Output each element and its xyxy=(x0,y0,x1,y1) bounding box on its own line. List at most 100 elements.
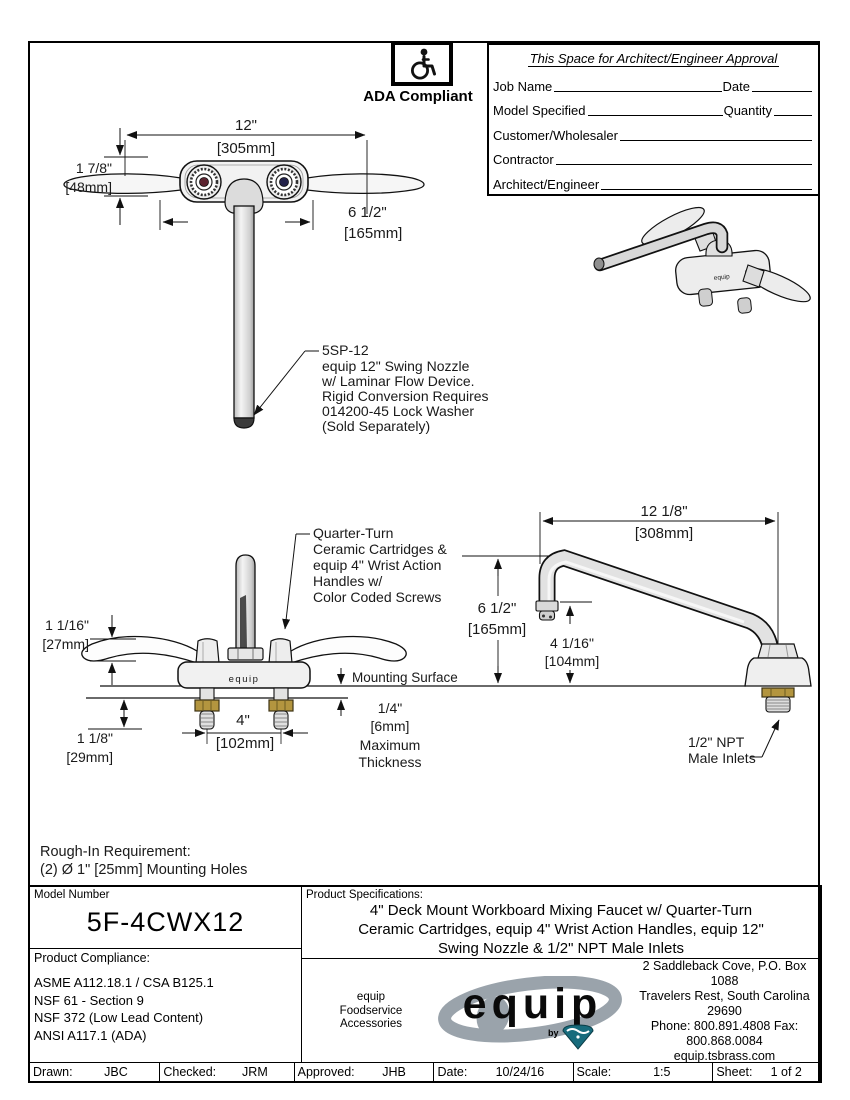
handle-blade-right xyxy=(306,173,425,195)
dim-shank-length-mm: [29mm] xyxy=(66,749,113,765)
dim-shank-length: 1 1/8" xyxy=(77,730,113,746)
contractor-field[interactable] xyxy=(555,154,812,165)
handle-hub-cold xyxy=(266,164,302,200)
customer-wholesaler-field[interactable] xyxy=(620,130,812,141)
inlet-washer xyxy=(761,687,795,698)
isometric-view: equip xyxy=(593,206,811,314)
company-address: 2 Saddleback Cove, P.O. Box 1088 Travele… xyxy=(639,959,810,1063)
rough-in-line2: (2) Ø 1" [25mm] Mounting Holes xyxy=(40,862,247,878)
equip-logo-word: equip xyxy=(462,979,603,1028)
dim-reach-mm: [308mm] xyxy=(635,525,693,542)
hub-right-front xyxy=(268,638,293,664)
cold-index-dot xyxy=(279,177,289,187)
scale-value: 1:5 xyxy=(653,1065,671,1079)
dim-spout-height-mm: [104mm] xyxy=(545,653,599,669)
dim-plan-height-mm: [48mm] xyxy=(65,179,112,195)
dim-centers: 4" xyxy=(236,712,250,729)
shank-right xyxy=(268,687,294,730)
dim-plan-width: 12" xyxy=(235,117,257,134)
date-label: Date xyxy=(722,78,750,94)
dim-side-height-mm: [165mm] xyxy=(468,621,526,638)
equip-logo: equip by xyxy=(430,975,635,1050)
contractor-label: Contractor xyxy=(493,152,554,167)
dim-handle-height: 1 1/16" xyxy=(45,617,89,633)
compliance-item: NSF 61 - Section 9 xyxy=(34,992,144,1008)
side-view: 12 1/8" [308mm] 6 1/2" xyxy=(462,503,812,766)
brand-cell: equip Foodservice Accessories equip by xyxy=(302,959,820,1064)
dim-spout-height: 4 1/16" xyxy=(550,635,594,651)
dim-reach: 12 1/8" xyxy=(640,503,687,520)
inlet-label-line2: Male Inlets xyxy=(688,750,756,766)
sheet-value: 1 of 2 xyxy=(770,1065,802,1079)
nozzle-note-line1: 5SP-12 xyxy=(322,342,369,358)
cartridge-note-line2: Ceramic Cartridges & xyxy=(313,541,447,557)
compliance-item: ANSI A117.1 (ADA) xyxy=(34,1027,147,1043)
customer-wholesaler-label: Customer/Wholesaler xyxy=(493,127,618,143)
architect-engineer-field[interactable] xyxy=(601,179,812,190)
nozzle-note-line6: (Sold Separately) xyxy=(322,418,430,434)
handle-hub-hot xyxy=(186,164,222,200)
dim-handle-height-mm: [27mm] xyxy=(42,636,89,652)
approval-box: This Space for Architect/Engineer Approv… xyxy=(487,43,820,196)
title-block-footer: Drawn: JBC Checked: JRM Approved: JHB Da… xyxy=(30,1062,820,1081)
svg-text:equip: equip xyxy=(713,273,730,282)
approval-row-customer: Customer/Wholesaler xyxy=(489,119,818,144)
body-brand-label: equip xyxy=(229,674,260,685)
ada-compliant-box xyxy=(391,41,453,86)
title-block: Model Number 5F-4CWX12 Product Complianc… xyxy=(28,885,822,1083)
model-specified-field[interactable] xyxy=(587,105,723,116)
dim-side-height: 6 1/2" xyxy=(478,600,517,617)
model-number-value: 5F-4CWX12 xyxy=(86,907,245,937)
spec-line: Ceramic Cartridges, equip 4" Wrist Actio… xyxy=(358,921,764,938)
dim-plan-height: 1 7/8" xyxy=(76,160,112,176)
brand-tagline: equip Foodservice Accessories xyxy=(339,991,403,1031)
compliance-item: ASME A112.18.1 / CSA B125.1 xyxy=(34,975,214,990)
cartridge-note-line4: Handles w/ xyxy=(313,573,382,589)
quantity-field[interactable] xyxy=(774,105,812,116)
hub-left-front xyxy=(195,638,220,664)
footer-cell-approved: Approved: JHB xyxy=(295,1063,435,1081)
footer-cell-scale: Scale: 1:5 xyxy=(574,1063,714,1081)
thickness-line4: Thickness xyxy=(358,754,421,770)
drawn-value: JBC xyxy=(104,1065,128,1079)
footer-cell-date: Date: 10/24/16 xyxy=(434,1063,574,1081)
approval-row-architect: Architect/Engineer xyxy=(489,168,818,193)
approval-row-contractor: Contractor xyxy=(489,144,818,169)
nozzle-note-line4: Rigid Conversion Requires xyxy=(322,388,489,404)
rough-in-line1: Rough-In Requirement: xyxy=(40,844,191,860)
front-view: equip xyxy=(42,525,746,770)
cartridge-note-line1: Quarter-Turn xyxy=(313,525,393,541)
model-number-cell: Model Number 5F-4CWX12 xyxy=(30,887,301,949)
spec-line: 4" Deck Mount Workboard Mixing Faucet w/… xyxy=(369,902,753,919)
footer-cell-checked: Checked: JRM xyxy=(160,1063,295,1081)
footer-cell-sheet: Sheet: 1 of 2 xyxy=(713,1063,820,1081)
spec-line: Swing Nozzle & 1/2" NPT Male Inlets xyxy=(438,940,684,957)
faucet-body-front xyxy=(177,661,311,689)
job-name-field[interactable] xyxy=(554,81,722,92)
inlet-thread xyxy=(765,696,791,713)
thickness-line1: 1/4" xyxy=(378,700,402,716)
architect-engineer-label: Architect/Engineer xyxy=(493,176,600,192)
checked-value: JRM xyxy=(242,1065,268,1079)
approval-row-job-name: Job Name Date xyxy=(489,70,818,95)
thickness-line3: Maximum xyxy=(360,737,421,753)
nozzle-note-line5: 014200-45 Lock Washer xyxy=(322,403,474,419)
mounting-surface-label: Mounting Surface xyxy=(352,670,458,685)
model-number-label: Model Number xyxy=(34,889,110,901)
approval-row-model-specified: Model Specified Quantity xyxy=(489,95,818,120)
ts-brass-diamond-icon xyxy=(562,1023,594,1050)
approved-value: JHB xyxy=(382,1065,406,1079)
wrist-handle-right xyxy=(290,635,407,664)
handle-blade-left xyxy=(63,173,182,195)
plan-view: 12" [305mm] 1 7/8" [48mm] 6 1/2" [165mm]… xyxy=(63,117,489,434)
date-field[interactable] xyxy=(752,81,812,92)
hot-index-dot xyxy=(199,177,209,187)
footer-cell-drawn: Drawn: JBC xyxy=(30,1063,161,1081)
product-compliance-cell: Product Compliance: ASME A112.18.1 / CSA… xyxy=(30,949,301,1062)
spout-base-dome xyxy=(744,657,812,687)
inlet-label-line1: 1/2" NPT xyxy=(688,734,745,750)
nozzle-note-line2: equip 12" Swing Nozzle xyxy=(322,358,470,374)
dim-plan-nozzle-mm: [165mm] xyxy=(344,225,402,242)
